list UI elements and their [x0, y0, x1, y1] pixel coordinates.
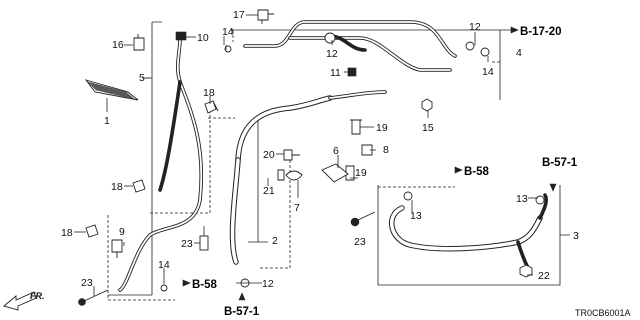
callout-21: 21	[263, 185, 275, 197]
grommet-part	[175, 31, 187, 41]
fitting-part-13b	[535, 195, 545, 205]
ref-b-57-1-left-arrow	[238, 292, 246, 301]
callout-18b: 18	[111, 181, 123, 193]
callout-12b: 12	[326, 48, 338, 60]
bolt-part-20	[283, 149, 300, 161]
callout-16: 16	[112, 39, 124, 51]
ref-b-57-1-right: B-57-1	[542, 157, 578, 169]
oring-part-12b	[465, 41, 475, 51]
callout-2: 2	[272, 235, 278, 247]
washer-part-14a	[224, 45, 232, 53]
bracket-part-9	[111, 239, 123, 258]
callout-19a: 19	[376, 122, 388, 134]
fitting-part-13a	[403, 191, 413, 201]
front-direction-arrow: FR.	[3, 291, 45, 311]
ref-b-58-left: B-58	[192, 279, 218, 291]
clip-part-18c	[85, 224, 99, 238]
ref-b-57-1-right-arrow	[549, 183, 557, 192]
group-leaders	[74, 14, 538, 296]
callout-20: 20	[263, 149, 275, 161]
callout-18c: 18	[61, 227, 73, 239]
callout-14b: 14	[482, 66, 494, 78]
clip-part-16	[133, 34, 145, 51]
ref-b-57-1-left: B-57-1	[224, 306, 260, 318]
callout-13a: 13	[410, 210, 422, 222]
callout-14a: 14	[222, 26, 234, 38]
ref-b-58-right-arrow	[454, 166, 463, 174]
bolt-part-21	[277, 169, 285, 181]
callout-17: 17	[233, 9, 245, 21]
group-callouts: 1 2 3 4 5 6 7 8 9 10 11 12 12 12 13 13 1…	[61, 9, 579, 290]
callout-8: 8	[383, 144, 389, 156]
ref-b-58-right: B-58	[464, 166, 490, 178]
washer-part-14c	[160, 284, 168, 292]
pad-part	[84, 79, 139, 101]
oring-part-12a	[324, 32, 336, 44]
ref-b-17-20: B-17-20	[520, 26, 562, 38]
bolt-part-23a	[78, 289, 109, 306]
callout-6: 6	[333, 145, 339, 157]
front-direction-label: FR.	[30, 291, 45, 301]
bracket-part-6	[321, 163, 349, 183]
callout-10: 10	[197, 32, 209, 44]
nut-part-15	[421, 98, 433, 112]
callout-1: 1	[104, 115, 110, 127]
callout-23c: 23	[354, 236, 366, 248]
group-parts	[78, 9, 545, 306]
callout-12a: 12	[469, 21, 481, 33]
ref-b-58-left-arrow	[182, 279, 191, 287]
callout-19b: 19	[355, 167, 367, 179]
fitting-part-8	[361, 144, 373, 156]
callout-5: 5	[139, 72, 145, 84]
callout-14c: 14	[158, 259, 170, 271]
callout-11: 11	[330, 67, 341, 79]
callout-9: 9	[119, 226, 125, 238]
callout-23b: 23	[181, 238, 193, 250]
callout-3: 3	[573, 230, 579, 242]
callout-22: 22	[538, 270, 550, 282]
group-hoses	[118, 20, 548, 292]
nut-part-22	[519, 264, 533, 278]
clip-part-18a	[204, 100, 219, 114]
callout-18a: 18	[203, 87, 215, 99]
callout-13b: 13	[516, 193, 528, 205]
diagram-code: TR0CB6001A	[575, 308, 631, 318]
group-frames	[107, 21, 570, 301]
clip-part-17	[257, 9, 274, 24]
bolt-part-23b	[199, 226, 209, 251]
fitting-part-19a	[350, 119, 362, 135]
clip-part-18b	[132, 179, 146, 193]
bolt-part-23c	[350, 211, 376, 227]
clip-part-7	[285, 170, 303, 181]
washer-part-14b	[480, 47, 490, 57]
group-references: B-17-20 B-58 B-57-1 B-58 B-57-1	[182, 26, 578, 318]
callout-12c: 12	[262, 278, 274, 290]
ref-b-17-20-arrow	[510, 26, 519, 34]
callout-4: 4	[516, 47, 522, 59]
callout-7: 7	[294, 202, 300, 214]
callout-23a: 23	[81, 277, 93, 289]
callout-15: 15	[422, 122, 434, 134]
